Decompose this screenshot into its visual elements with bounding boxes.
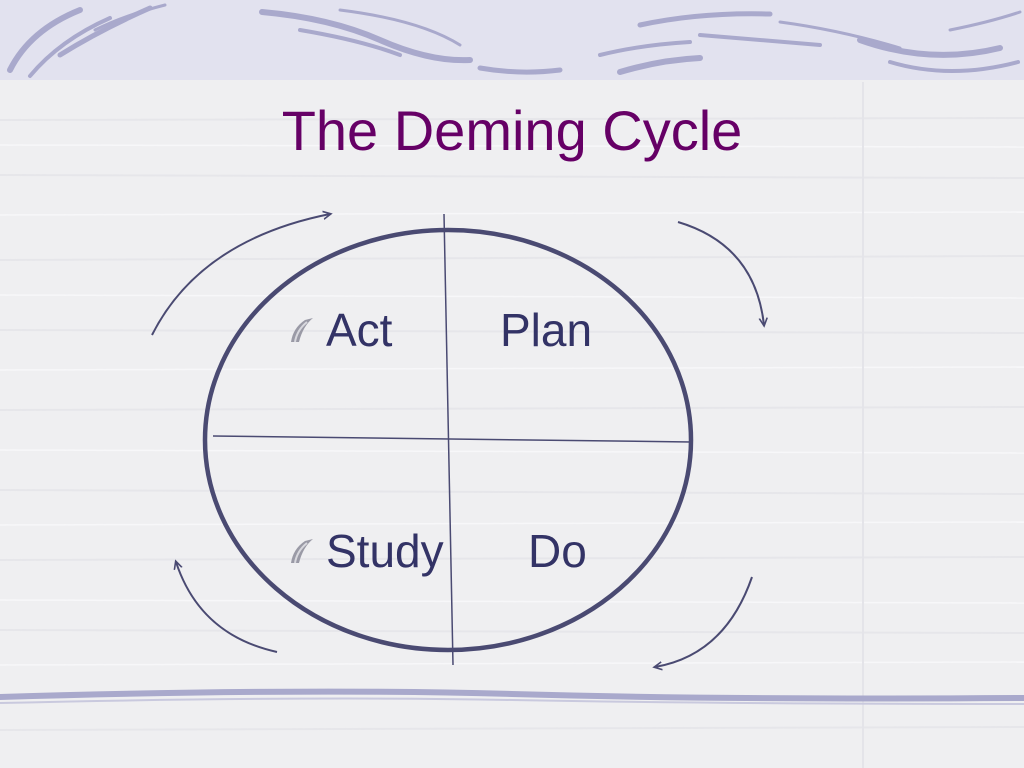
cycle-ellipse bbox=[202, 227, 694, 653]
quadrant-label-do: Do bbox=[528, 525, 587, 577]
bullet-act-icon bbox=[291, 318, 313, 343]
quadrant-label-study: Study bbox=[326, 525, 444, 577]
cycle-arrow-top-left bbox=[151, 214, 330, 336]
cycle-arrow-bottom-left bbox=[176, 562, 278, 653]
footer-line-decor bbox=[0, 688, 1024, 702]
header-swirl-decor bbox=[7, 3, 1022, 78]
horizontal-divider bbox=[212, 435, 692, 443]
quadrant-label-act: Act bbox=[326, 304, 393, 356]
slide-title: The Deming Cycle bbox=[281, 99, 743, 162]
quadrant-label-plan: Plan bbox=[500, 304, 593, 356]
bullet-study-icon bbox=[291, 539, 313, 564]
cycle-arrow-bottom-right bbox=[655, 576, 753, 667]
cycle-arrow-top-right bbox=[677, 221, 764, 325]
